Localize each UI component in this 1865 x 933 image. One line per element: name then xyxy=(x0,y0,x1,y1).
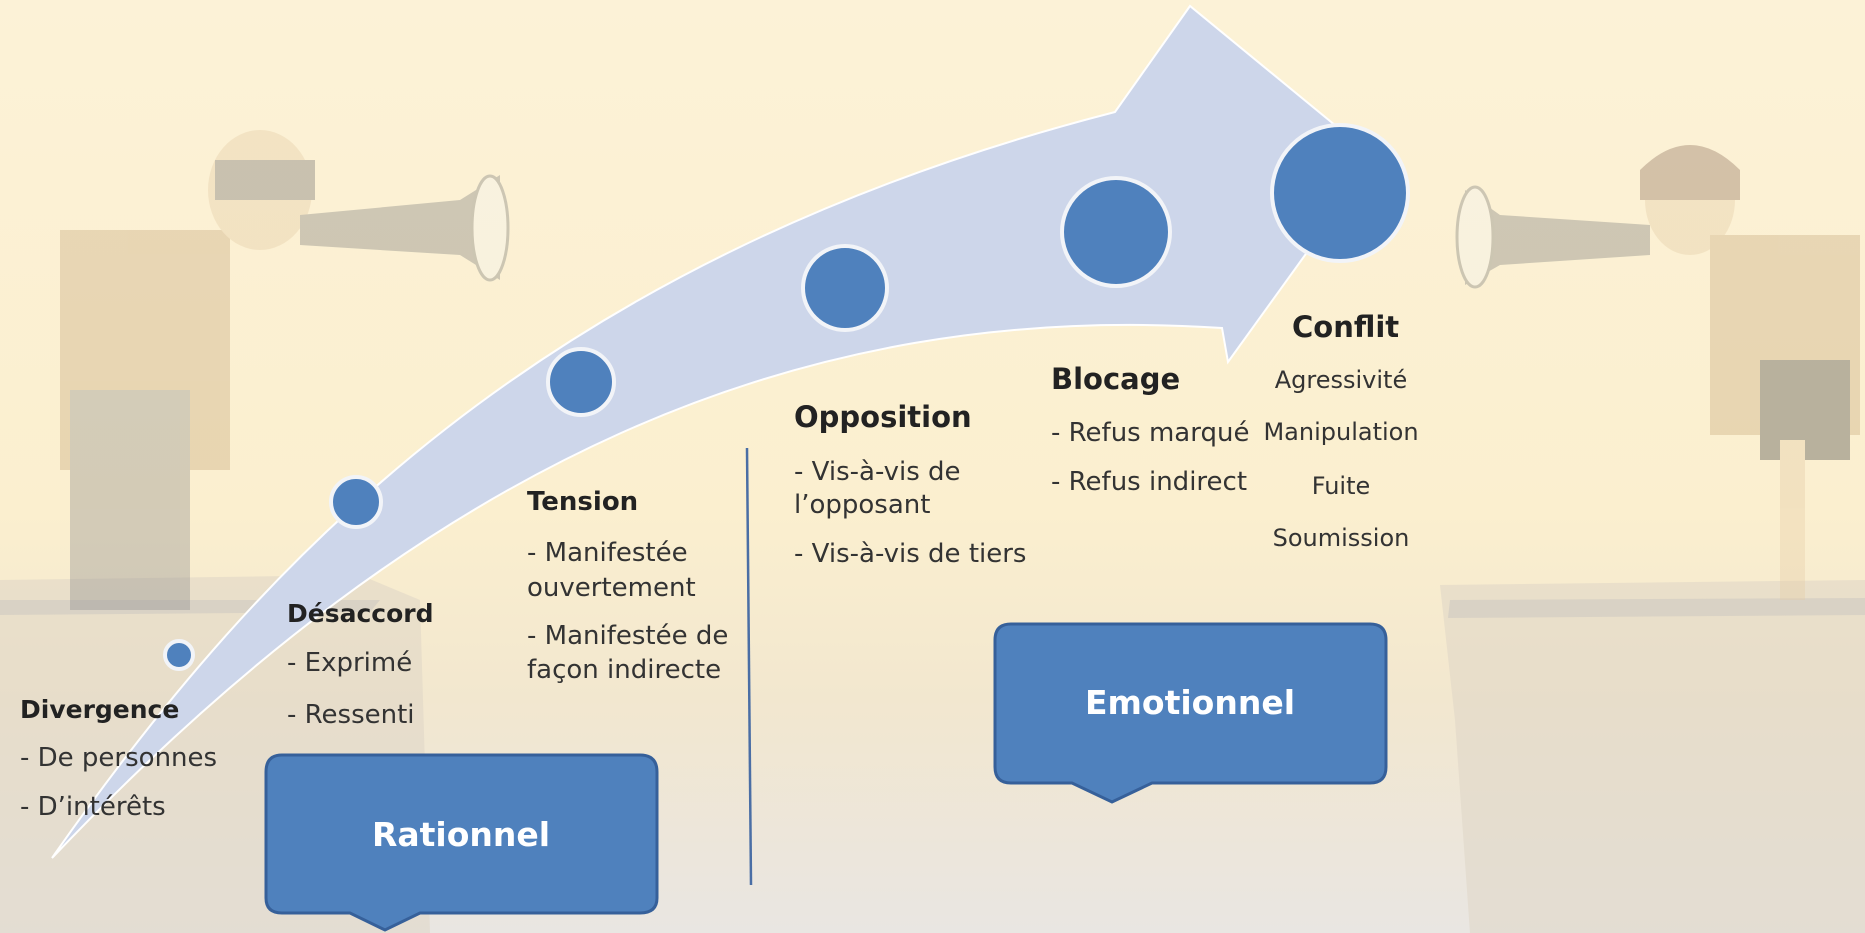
stage-item: Fuite xyxy=(1311,472,1371,500)
emotional-callout xyxy=(993,622,1388,804)
stage-item: - Exprimé xyxy=(287,648,413,678)
stage-item: l’opposant xyxy=(794,490,931,520)
rational-emotional-divider xyxy=(745,447,753,886)
stage-title: Blocage xyxy=(1051,362,1181,396)
stage-item: Manipulation xyxy=(1263,418,1419,446)
emotional-label: Emotionnel xyxy=(1084,683,1296,722)
stage-dot-opposition xyxy=(801,244,889,332)
stage-item: - Manifestée xyxy=(527,538,688,568)
shouting-man-with-megaphone-icon xyxy=(60,130,510,610)
stage-dot-tension xyxy=(546,347,616,417)
stage-dots xyxy=(163,123,1410,671)
stage-item: Soumission xyxy=(1272,524,1410,552)
stage-item: - Vis-à-vis de xyxy=(794,457,961,487)
stage-title: Conflit xyxy=(1292,310,1400,344)
stage-item: ouvertement xyxy=(527,573,696,603)
stage-title: Divergence xyxy=(20,695,180,724)
stage-item: - Refus marqué xyxy=(1051,418,1250,448)
stage-item: - De personnes xyxy=(20,743,218,773)
stage-item: - D’intérêts xyxy=(20,792,166,822)
stage-title: Opposition xyxy=(794,400,972,434)
stage-item: - Ressenti xyxy=(287,700,415,730)
stage-dot-desaccord xyxy=(329,475,383,529)
escalation-arrow xyxy=(51,4,1377,859)
stage-item: - Manifestée de xyxy=(527,621,729,651)
rational-label: Rationnel xyxy=(371,815,551,854)
stage-dot-blocage xyxy=(1060,176,1172,288)
stage-item: - Refus indirect xyxy=(1051,467,1248,497)
shouting-woman-with-megaphone-icon xyxy=(1455,145,1860,600)
stage-dot-conflit xyxy=(1270,123,1410,263)
stage-item: Agressivité xyxy=(1274,366,1408,394)
stage-title: Tension xyxy=(527,487,639,517)
stage-item: façon indirecte xyxy=(527,655,722,685)
rational-callout xyxy=(264,753,659,932)
background-scenery xyxy=(0,575,1865,933)
stage-item: - Vis-à-vis de tiers xyxy=(794,539,1027,569)
stage-title: Désaccord xyxy=(287,599,434,628)
stage-dot-divergence xyxy=(163,639,195,671)
